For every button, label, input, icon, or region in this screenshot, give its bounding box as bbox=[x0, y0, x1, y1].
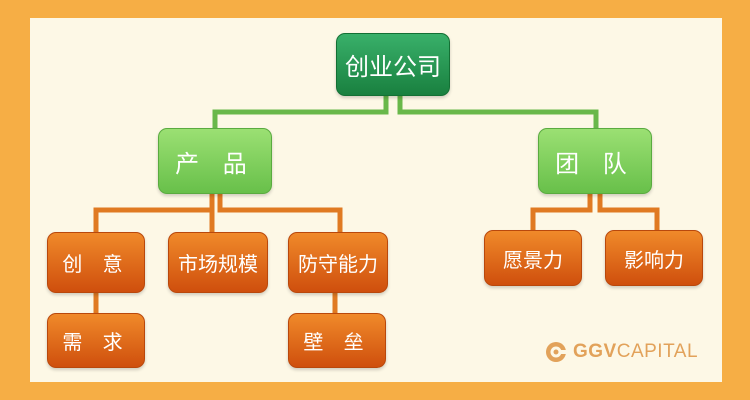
link-root-product bbox=[212, 96, 389, 128]
ggv-capital-logo: GGV CAPITAL bbox=[545, 341, 698, 363]
node-influence: 影响力 bbox=[605, 230, 703, 286]
node-vision: 愿景力 bbox=[484, 230, 582, 286]
link-root-team bbox=[397, 96, 599, 128]
ggv-logo-icon bbox=[545, 341, 567, 363]
connector-lines bbox=[93, 96, 660, 313]
node-creativity: 创 意 bbox=[47, 232, 145, 293]
node-team: 团 队 bbox=[538, 128, 652, 194]
node-startup-company: 创业公司 bbox=[336, 33, 450, 96]
node-product: 产 品 bbox=[158, 128, 272, 194]
link-team-influence bbox=[597, 194, 660, 230]
node-market-size: 市场规模 bbox=[168, 232, 268, 293]
diagram-canvas: 创业公司 产 品 团 队 创 意 市场规模 防守能力 需 求 壁 垒 愿景力 影… bbox=[30, 18, 722, 382]
logo-text-thin: CAPITAL bbox=[616, 341, 699, 362]
logo-text-bold: GGV bbox=[573, 341, 617, 362]
link-product-creativity bbox=[93, 194, 215, 232]
node-demand: 需 求 bbox=[47, 313, 145, 368]
link-team-vision bbox=[530, 194, 593, 230]
node-moat: 壁 垒 bbox=[288, 313, 386, 368]
node-defensibility: 防守能力 bbox=[288, 232, 388, 293]
link-product-defense bbox=[217, 194, 343, 232]
